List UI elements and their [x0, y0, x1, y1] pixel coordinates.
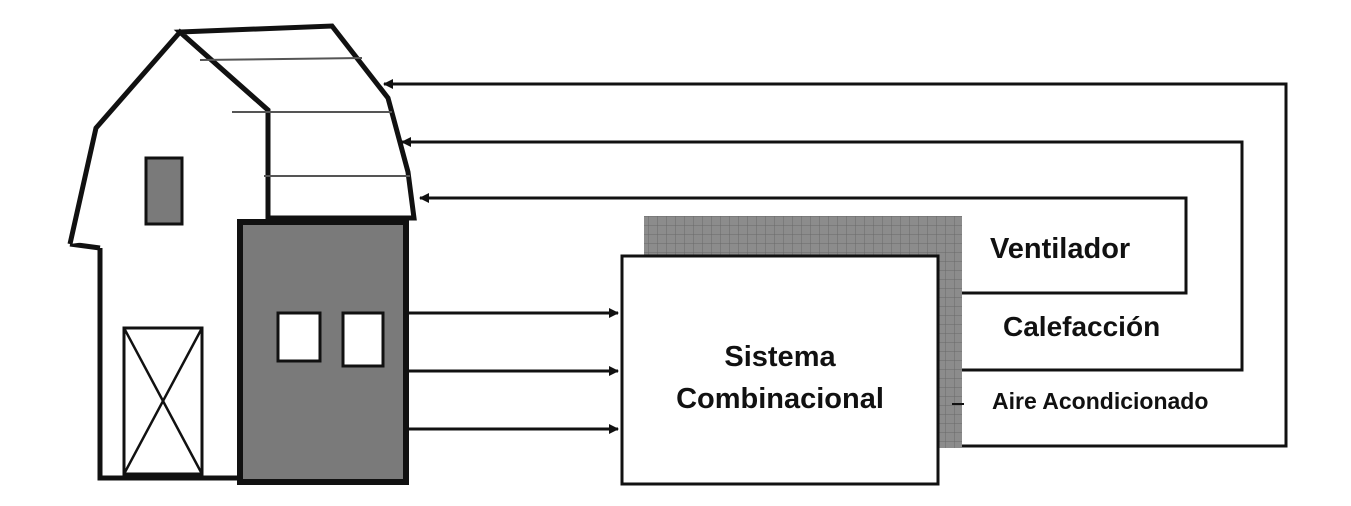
barn-upper-window	[144, 156, 184, 226]
barn-icon	[67, 23, 417, 485]
label-calefaccion: Calefacción	[1003, 311, 1160, 342]
system-label-line1: Sistema	[724, 341, 836, 373]
output-ventilador: Ventilador	[419, 193, 1188, 295]
system-box-body	[620, 254, 940, 486]
barn-front-window-right	[341, 311, 385, 368]
system-label-line2: Combinacional	[676, 383, 884, 415]
barn-front-window-left	[276, 311, 322, 363]
barn-right-roof	[173, 23, 417, 221]
barn-left-eave	[69, 241, 101, 251]
label-ventilador: Ventilador	[990, 233, 1130, 265]
input-arrows	[406, 308, 619, 434]
system-box-shadow-top	[644, 216, 962, 256]
output-calefaccion: Calefacción	[401, 137, 1244, 372]
barn-door	[122, 326, 204, 476]
system-box: Sistema Combinacional	[620, 216, 962, 486]
output-aire: Aire Acondicionado	[383, 79, 1288, 448]
barn-roof-lines	[199, 57, 410, 177]
barn-front-panel	[237, 219, 409, 485]
label-aire-acondicionado: Aire Acondicionado	[992, 388, 1208, 414]
system-box-shadow-right	[938, 216, 962, 448]
